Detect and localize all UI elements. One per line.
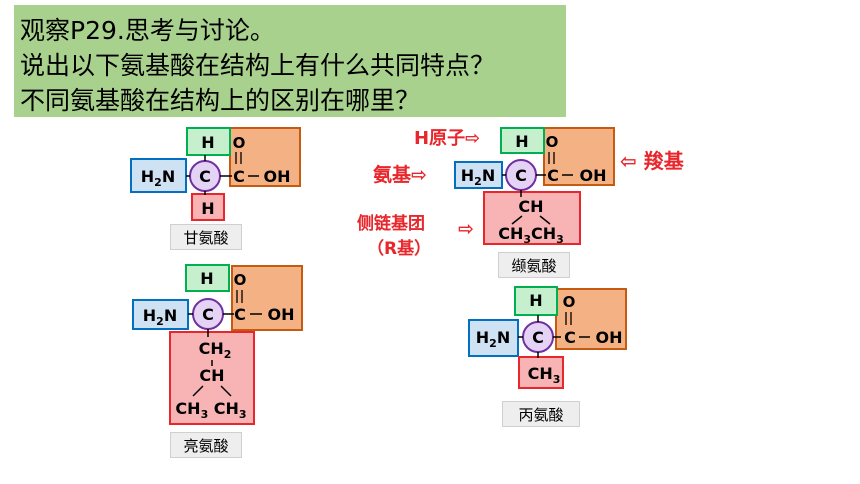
r-group-box (169, 331, 255, 425)
svg-text:C: C (564, 328, 576, 347)
svg-text:H: H (515, 132, 528, 151)
r-group-label: H (201, 199, 214, 218)
svg-text:O: O (546, 133, 559, 151)
carbon-label: C (199, 167, 211, 186)
svg-text:H: H (529, 291, 542, 310)
svg-text:O: O (233, 134, 246, 152)
r-group-arrow-icon: ⇨ (458, 218, 474, 240)
valine-caption: 缬氨酸 (498, 252, 570, 278)
title-line-1: 观察P29.思考与讨论。 (20, 16, 275, 45)
r-group-box (483, 191, 581, 245)
h-atom-box (500, 127, 545, 154)
r-group-line-2: CH3CH3 (498, 224, 564, 246)
carboxyl-group-box (231, 265, 303, 331)
r-group-line-3: CH3 CH3 (175, 399, 246, 421)
svg-text:O: O (234, 271, 247, 289)
r-group-line-2: CH (199, 366, 224, 385)
svg-text:O: O (563, 293, 576, 311)
r-group-box (191, 193, 225, 221)
carboxyl-group-box (229, 127, 301, 187)
h-atom-box (186, 127, 231, 156)
r-group-box (518, 356, 564, 389)
svg-text:OH: OH (596, 328, 623, 347)
svg-text:C: C (532, 328, 544, 347)
svg-text:OH: OH (264, 167, 291, 186)
amino-group-box (130, 158, 187, 193)
alanine-caption: 丙氨酸 (502, 401, 580, 427)
leucine-caption: 亮氨酸 (170, 432, 242, 458)
amino-annotation: 氨基⇨ (373, 164, 427, 186)
h-atom-box (514, 286, 558, 316)
svg-text:OH: OH (580, 166, 607, 185)
amino-group-box (468, 319, 519, 357)
svg-text:C: C (233, 167, 245, 186)
svg-text:C: C (547, 166, 559, 185)
svg-text:H2N: H2N (461, 166, 495, 188)
carboxyl-group-box (555, 288, 627, 350)
svg-text:C: C (234, 305, 246, 324)
svg-text:H2N: H2N (143, 306, 177, 328)
r-group-label: CH3 (528, 364, 561, 386)
amino-label: H2N (141, 167, 175, 189)
h-atom-box (185, 264, 230, 292)
title-line-3: 不同氨基酸在结构上的区别在哪里？ (20, 86, 421, 115)
r-group-line-1: CH2 (199, 339, 232, 361)
title-line-2: 说出以下氨基酸在结构上有什么共同特点？ (20, 51, 496, 80)
svg-text:H2N: H2N (476, 328, 510, 350)
carboxyl-group-box (543, 127, 615, 186)
svg-text:H: H (200, 269, 213, 288)
h-atom-annotation: H原子⇨ (414, 128, 481, 149)
svg-text:OH: OH (268, 305, 295, 324)
carboxyl-annotation: ⇦ 羧基 (620, 149, 684, 173)
r-group-annotation-line-1: 侧链基团 (357, 214, 425, 234)
svg-text:C: C (515, 166, 527, 185)
r-group-line-1: CH (518, 197, 543, 216)
h-atom-label: H (201, 133, 214, 152)
r-group-annotation-line-2: （R基） (367, 239, 432, 259)
glycine-caption: 甘氨酸 (170, 224, 242, 250)
svg-text:C: C (202, 305, 214, 324)
title-box: 观察P29.思考与讨论。 说出以下氨基酸在结构上有什么共同特点？ 不同氨基酸在结… (14, 5, 566, 117)
